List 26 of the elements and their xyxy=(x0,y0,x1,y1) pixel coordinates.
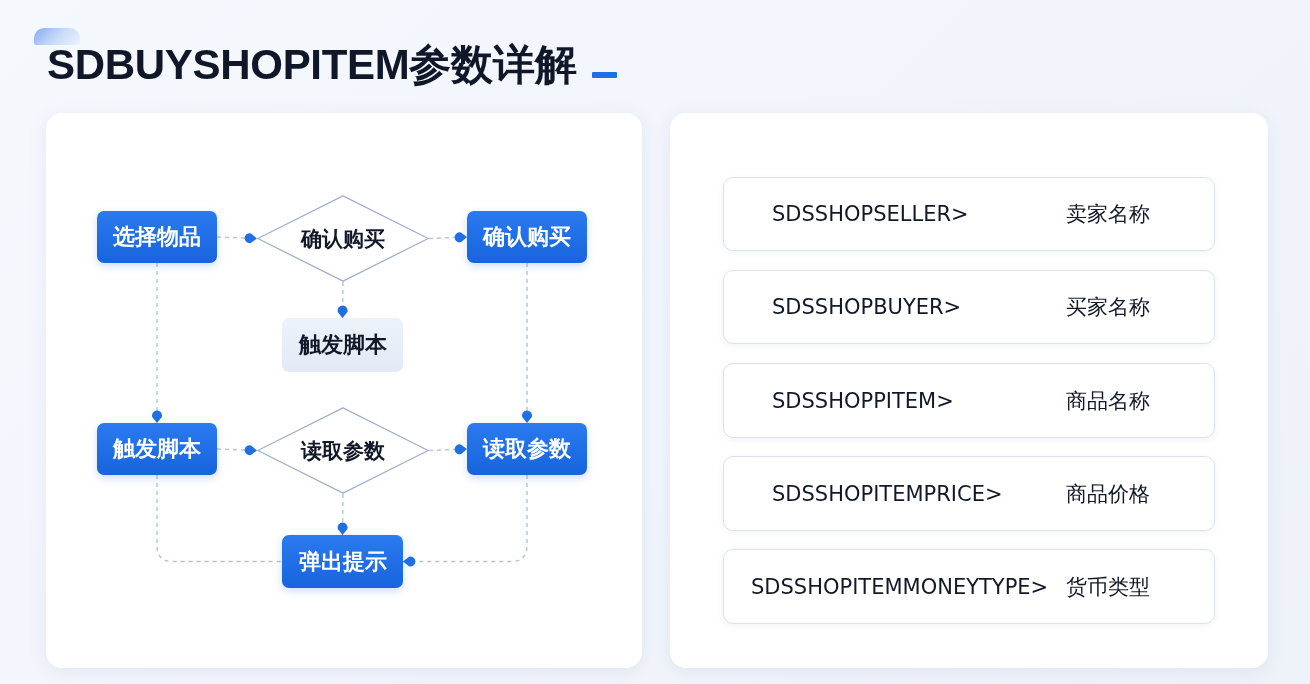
parameter-description: 商品名称 xyxy=(1066,387,1150,415)
process-box: 确认购买 xyxy=(467,211,587,263)
process-box: 弹出提示 xyxy=(282,535,403,588)
parameter-row xyxy=(723,177,1215,251)
connector-line xyxy=(156,474,283,563)
parameter-row xyxy=(723,456,1215,531)
parameter-description: 货币类型 xyxy=(1066,573,1150,601)
parameter-description: 商品价格 xyxy=(1066,480,1150,508)
parameter-name: SDSSHOPITEMPRICE> xyxy=(772,480,1003,508)
parameter-row xyxy=(723,549,1215,624)
process-box: 选择物品 xyxy=(97,211,217,263)
decision-diamond: 读取参数 xyxy=(257,407,429,494)
decision-diamond: 确认购买 xyxy=(257,195,429,282)
parameter-description: 卖家名称 xyxy=(1066,201,1150,228)
parameter-name: SDSSHOPSELLER> xyxy=(772,201,969,228)
parameter-description: 买家名称 xyxy=(1066,294,1150,321)
parameter-row xyxy=(723,270,1215,344)
process-box: 读取参数 xyxy=(467,423,587,475)
parameter-name: SDSSHOPPITEM> xyxy=(772,387,954,415)
process-box: 触发脚本 xyxy=(282,318,403,372)
panel-card xyxy=(46,113,642,668)
parameter-name: SDSSHOPITEMMONEYTYPE> xyxy=(751,573,1049,601)
panel-card xyxy=(670,113,1268,668)
process-box: 触发脚本 xyxy=(97,423,217,475)
parameter-name: SDSSHOPBUYER> xyxy=(772,294,962,321)
parameter-row xyxy=(723,363,1215,438)
